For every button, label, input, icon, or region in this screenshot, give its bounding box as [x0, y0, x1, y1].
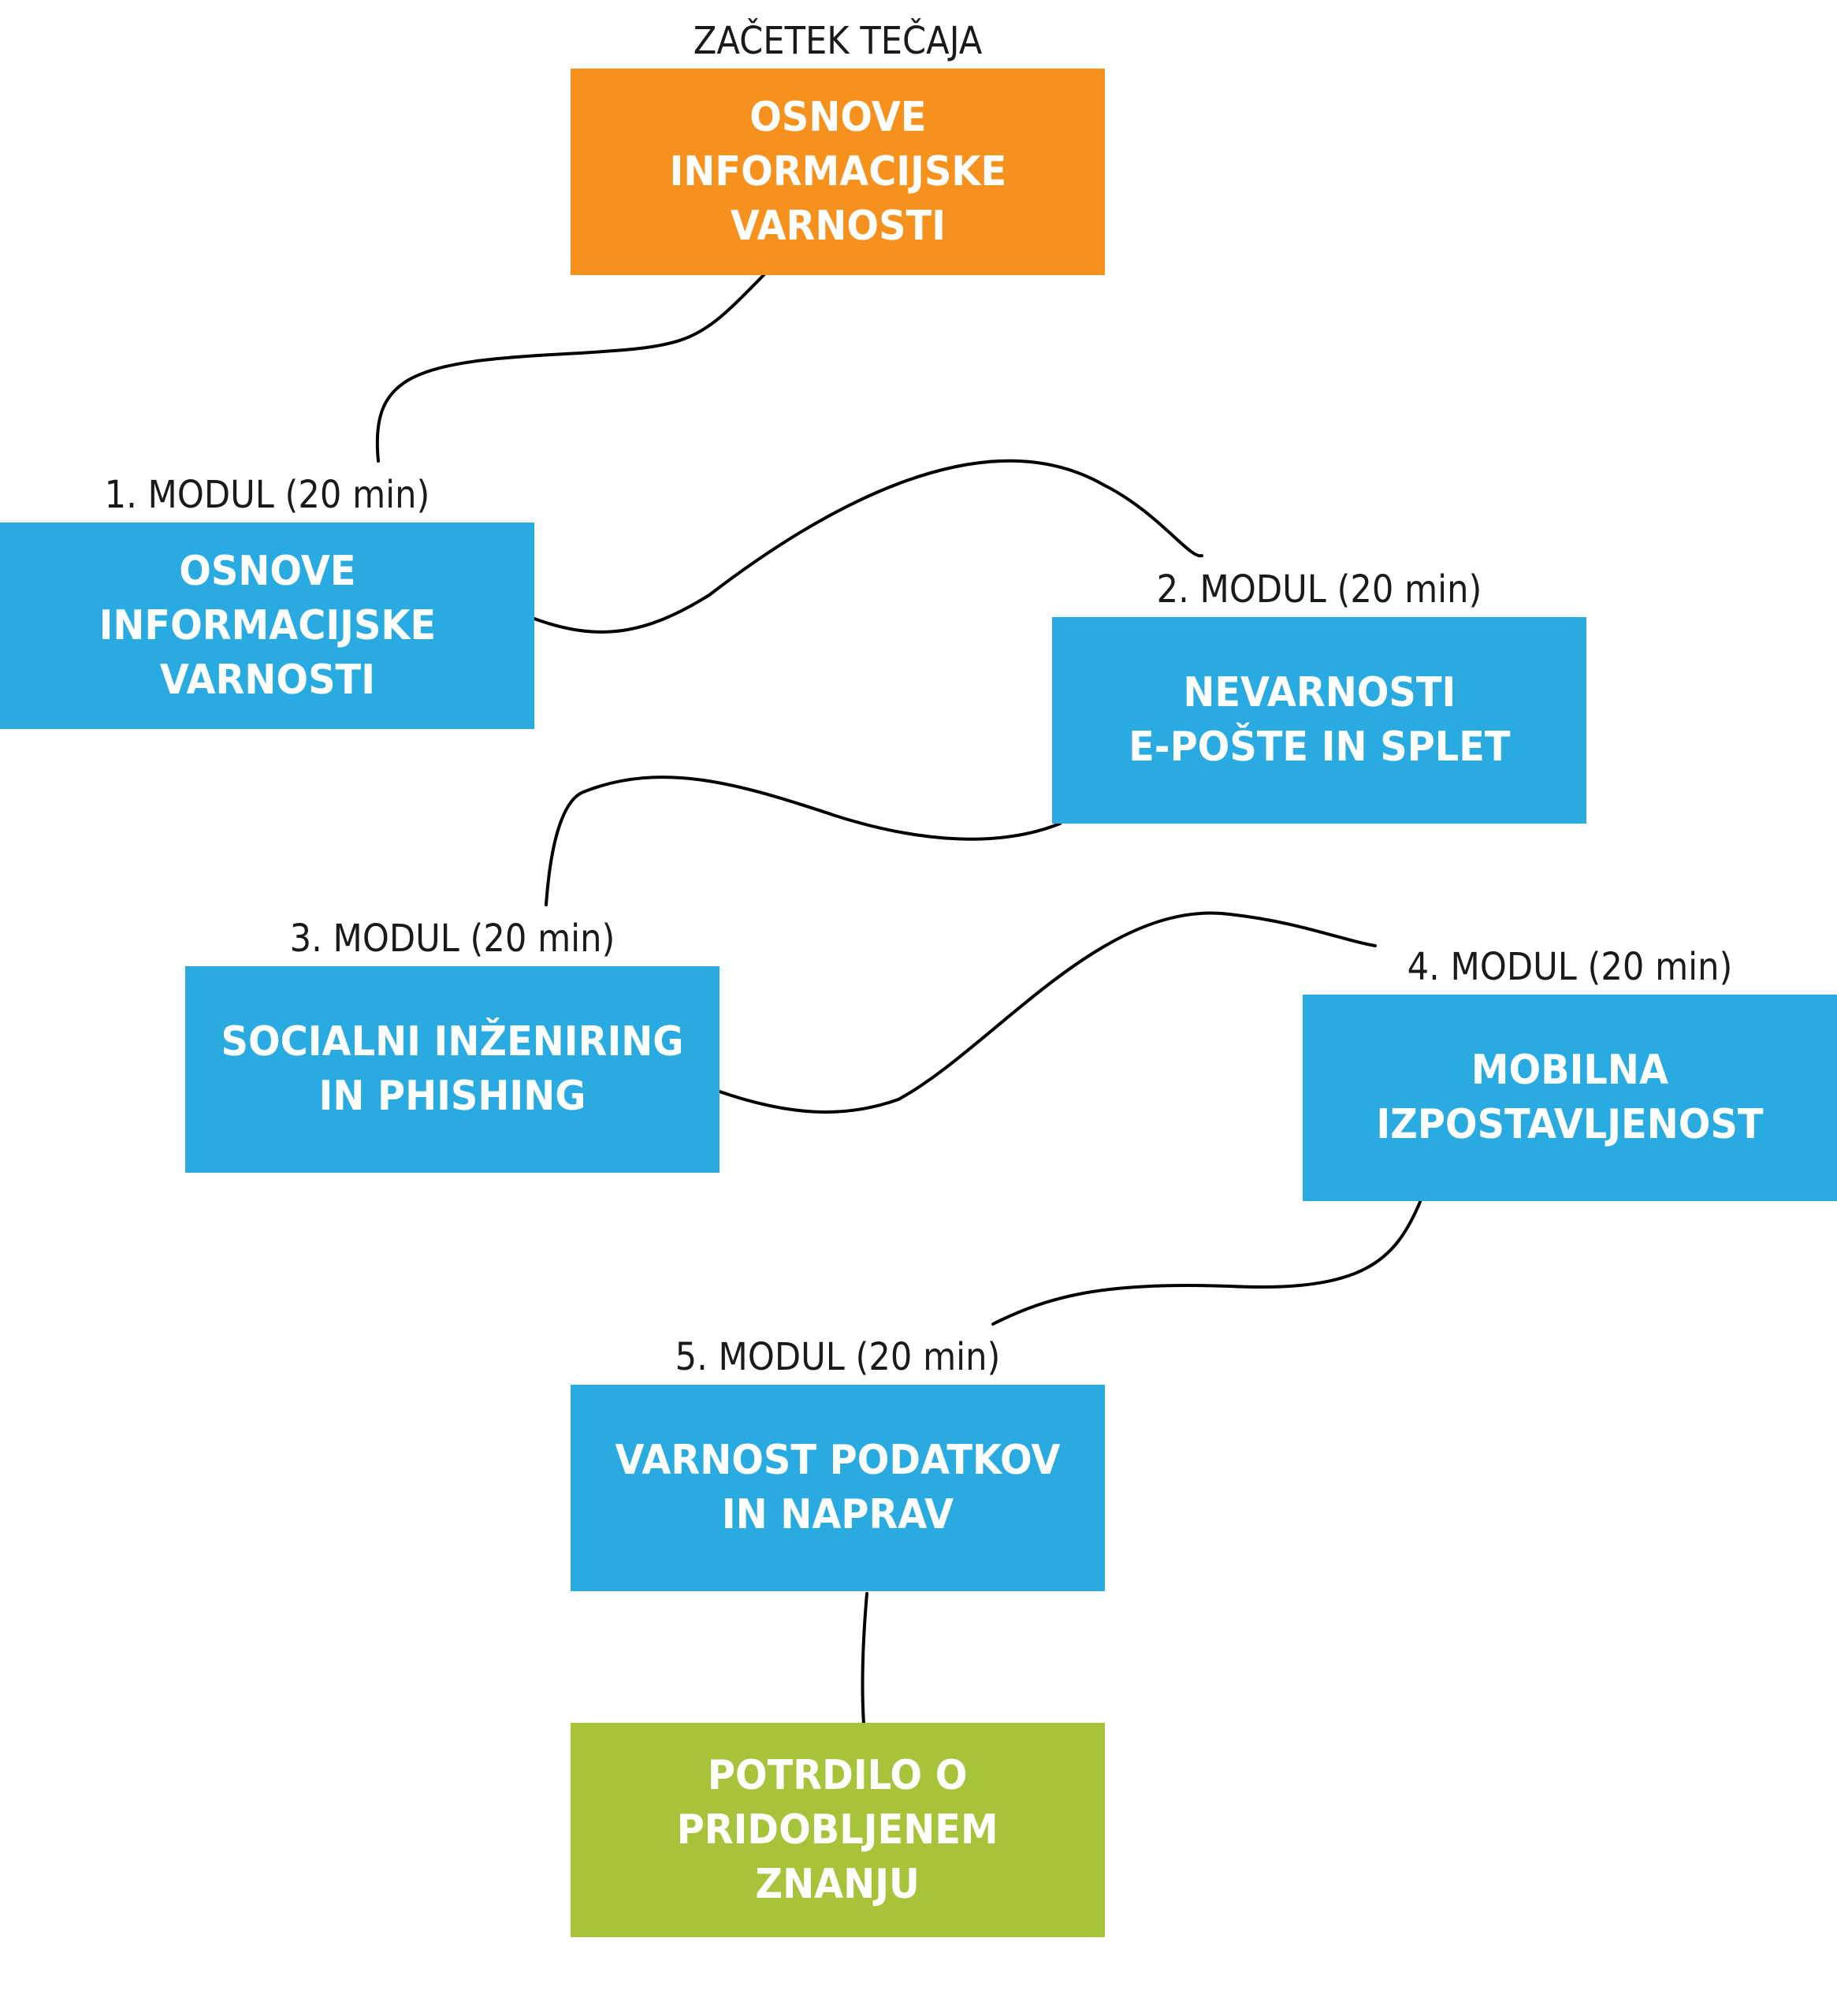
module-5-box: VARNOST PODATKOV IN NAPRAV	[571, 1385, 1105, 1591]
module-1-box: OSNOVE INFORMACIJSKE VARNOSTI	[0, 523, 534, 729]
module-5-caption: 5. MODUL (20 min)	[675, 1335, 1001, 1379]
start-caption: ZAČETEK TEČAJA	[693, 19, 983, 63]
module-4-caption: 4. MODUL (20 min)	[1407, 945, 1733, 989]
finish-box: POTRDILO O PRIDOBLJENEM ZNANJU	[571, 1723, 1105, 1937]
module-2-box: NEVARNOSTI E-POŠTE IN SPLET	[1052, 617, 1586, 824]
module-4-box: MOBILNA IZPOSTAVLJENOST	[1303, 995, 1837, 1201]
connector-module-4-to-module-5	[991, 1200, 1422, 1326]
module-3-title: SOCIALNI INŽENIRING IN PHISHING	[221, 1018, 684, 1120]
start-box: OSNOVE INFORMACIJSKE VARNOSTI	[571, 69, 1105, 275]
connector-module-2-to-module-3	[545, 776, 1062, 906]
module-3-caption: 3. MODUL (20 min)	[289, 917, 615, 961]
module-3-box: SOCIALNI INŽENIRING IN PHISHING	[185, 966, 720, 1173]
module-2-caption: 2. MODUL (20 min)	[1156, 567, 1482, 612]
connector-module-3-to-module-4	[718, 911, 1377, 1114]
module-4-title: MOBILNA IZPOSTAVLJENOST	[1376, 1047, 1764, 1148]
module-5-title: VARNOST PODATKOV IN NAPRAV	[615, 1437, 1061, 1538]
module-1-title: OSNOVE INFORMACIJSKE VARNOSTI	[99, 547, 436, 704]
start-title: OSNOVE INFORMACIJSKE VARNOSTI	[669, 93, 1006, 250]
module-1-caption: 1. MODUL (20 min)	[104, 473, 430, 517]
connector-start-to-module-1	[375, 273, 766, 463]
connector-module-5-to-finish	[861, 1592, 868, 1726]
module-2-title: NEVARNOSTI E-POŠTE IN SPLET	[1128, 669, 1511, 771]
finish-title: POTRDILO O PRIDOBLJENEM ZNANJU	[677, 1751, 998, 1908]
